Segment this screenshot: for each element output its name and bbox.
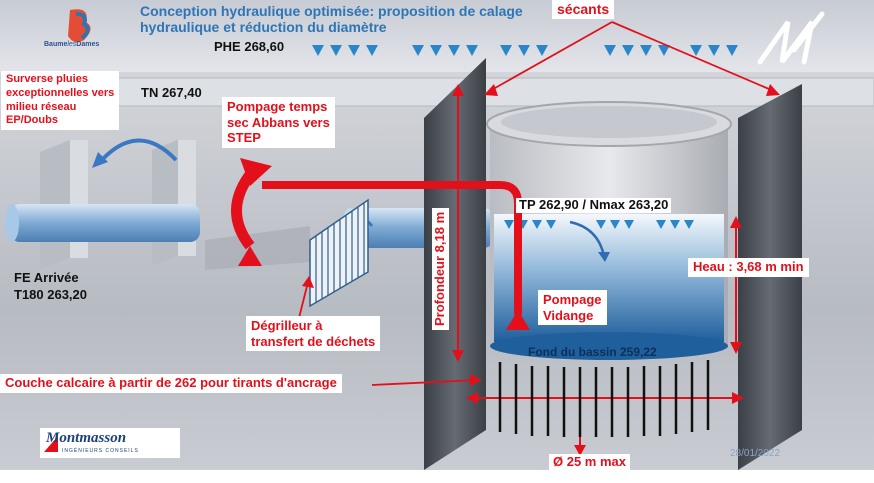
screening-grid	[309, 198, 369, 308]
couche-calcaire-label: Couche calcaire à partir de 262 pour tir…	[0, 374, 342, 393]
calcaire-leader-line	[371, 379, 479, 386]
depth-arrow-bottom-icon	[452, 350, 464, 362]
diameter-arrow-right-icon	[732, 392, 744, 404]
basin-floor	[490, 332, 728, 360]
fe-arrivee-label: FE Arrivée T180 263,20	[14, 270, 88, 302]
degrilleur-leader-line	[297, 281, 309, 323]
dry-weather-pump-icon	[238, 246, 262, 266]
phe-water-markers	[312, 45, 738, 56]
montmasson-logo-sub: INGÉNIEURS CONSEILS	[62, 448, 139, 454]
surverse-label: Surverse pluies exceptionnelles vers mil…	[1, 71, 120, 130]
diameter-arrow-left-icon	[466, 392, 478, 404]
sheet-pile-wall-left	[424, 58, 486, 470]
tp-water-markers	[504, 220, 694, 229]
overflow-arrow-head-icon	[92, 152, 108, 168]
sheet-pile-wall-right	[738, 84, 802, 470]
vidange-pump-icon	[506, 310, 530, 330]
baume-logo-text: BaumelesDames	[44, 41, 100, 48]
secants-leader-left	[487, 21, 613, 93]
secants-arrow-left-icon	[484, 84, 498, 96]
sky-band	[0, 0, 874, 72]
tp-flow-arrow-icon	[569, 220, 606, 257]
calcaire-leader-arrow-icon	[470, 374, 482, 386]
anchor-tie-rods	[498, 360, 710, 437]
pompage-temps-sec-label: Pompage temps sec Abbans vers STEP	[222, 97, 335, 148]
secants-arrow-right-icon	[766, 84, 780, 96]
mm-signature-icon	[757, 11, 825, 65]
inlet-channel	[205, 226, 310, 270]
heau-arrow-bottom-icon	[730, 342, 742, 354]
basin-rim-inner	[501, 106, 717, 138]
date-label: 28/01/2022	[730, 448, 781, 459]
secants-leader-right	[611, 21, 777, 93]
montmasson-logo-icon	[40, 428, 180, 458]
depth-arrow-top-icon	[452, 84, 464, 96]
tp-flow-arrow-head-icon	[598, 252, 610, 262]
basin-water	[494, 214, 724, 342]
diagram-title: Conception hydraulique optimisée: propos…	[140, 3, 523, 35]
diametre-label: Ø 25 m max	[549, 454, 630, 471]
degrilleur-leader-arrow-icon	[302, 276, 314, 288]
fond-bassin-label: Fond du bassin 259,22	[528, 345, 657, 359]
diameter-leader-arrow-icon	[574, 445, 586, 456]
overflow-curved-arrow-icon	[98, 138, 178, 164]
title-line-1: Conception hydraulique optimisée: propos…	[140, 3, 523, 19]
tn-label: TN 267,40	[141, 85, 202, 100]
bottom-margin	[0, 470, 874, 483]
heau-label: Heau : 3,68 m min	[688, 258, 809, 277]
baume-les-dames-logo-icon	[68, 9, 91, 43]
montmasson-logo-name: Montmasson	[46, 430, 127, 446]
secants-label: sécants	[552, 0, 615, 20]
heau-arrow-top-icon	[730, 216, 742, 228]
pompage-vidange-label: Pompage Vidange	[538, 290, 607, 326]
profondeur-label: Profondeur 8,18 m	[432, 207, 449, 330]
title-line-2: hydraulique et réduction du diamètre	[140, 19, 387, 36]
basin-tank	[486, 101, 732, 360]
tp-nmax-label: TP 262,90 / Nmax 263,20	[516, 197, 672, 213]
dry-weather-pump-arrow-icon	[231, 168, 257, 250]
phe-label: PHE 268,60	[214, 39, 285, 54]
dry-weather-pump-arrow-head-icon	[240, 158, 272, 186]
degrilleur-label: Dégrilleur à transfert de déchets	[246, 316, 381, 352]
incoming-pipe-mouth	[5, 204, 19, 242]
incoming-pipe	[10, 204, 200, 242]
